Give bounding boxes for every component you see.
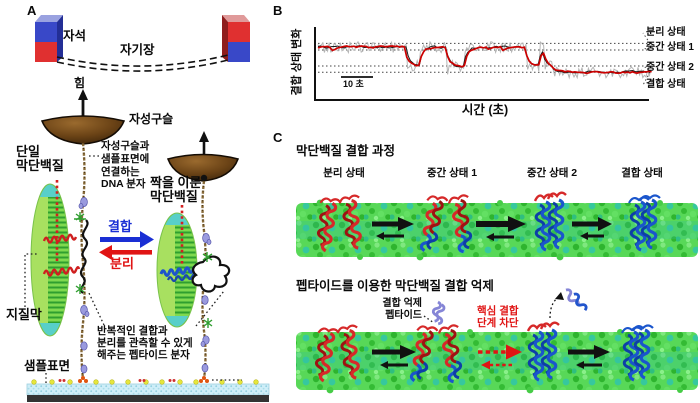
block-label: 핵심 결합 단계 차단: [477, 305, 519, 329]
dna-note: 자성구슬과 샘플표면에 연결하는 DNA 분자: [101, 140, 149, 191]
panel-c-title-bottom: 펩타이드를 이용한 막단백질 결합 억제: [296, 279, 494, 293]
release-arrow: [549, 292, 564, 319]
red-helix-icon: [42, 233, 78, 244]
released-peptide-icon: [562, 286, 589, 314]
force-label: 힘: [74, 76, 86, 90]
dna-note-line1: 자성구슬과: [101, 140, 150, 152]
binding-arrow: [100, 231, 154, 248]
peptide-note-line3: 해주는 펩타이드 분자: [97, 348, 190, 361]
binding-label: 결합: [108, 219, 132, 234]
block-label-line2: 단계 차단: [477, 317, 519, 330]
red-helix-icon: [42, 266, 81, 277]
panel-c-title-top: 막단백질 결합 과정: [296, 144, 395, 158]
trace-fit: [317, 45, 652, 75]
c-state-intermediate1: 중간 상태 1: [426, 167, 478, 179]
dna-note-line4: DNA 분자: [101, 178, 146, 191]
blocked-step-arrows: [478, 344, 522, 370]
lipid-label: 지질막: [6, 307, 42, 322]
lipid-vesicle-left: [30, 180, 81, 337]
c-state-bound: 결합 상태: [621, 167, 663, 179]
surface-label: 샘플표면: [24, 359, 71, 373]
peptide-blob-right: [191, 255, 231, 293]
single-protein-line2: 막단백질: [16, 158, 64, 174]
magnet-left-icon: [35, 15, 63, 62]
unbinding-arrow: [99, 245, 152, 260]
chart-axes: [314, 27, 649, 101]
state-label-intermediate2: 중간 상태 2: [646, 62, 694, 73]
panel-b-chart: [314, 27, 652, 101]
panel-a-illustration: [24, 15, 270, 402]
peptide-squiggle-left: [79, 219, 89, 294]
magnetic-bead-left: [40, 115, 126, 145]
magnet-label: 자석: [63, 29, 87, 43]
inhibitor-peptide-icon: [430, 300, 446, 326]
c-state-intermediate2: 중간 상태 2: [526, 167, 578, 179]
panel-b-label: B: [273, 3, 283, 18]
state-label-bound: 결합 상태: [646, 79, 686, 90]
state-label-intermediate1: 중간 상태 1: [646, 42, 694, 53]
dna-note-line3: 연결하는: [101, 165, 140, 178]
equilibrium-arrows-top: [372, 216, 612, 241]
blue-helix-icon: [166, 273, 197, 283]
state-label-connector: [642, 47, 651, 51]
pointer-lines: [24, 155, 242, 383]
panel-c-illustration: [296, 191, 698, 394]
single-protein-line1: 단일: [16, 144, 40, 159]
panel-a-label: A: [27, 3, 37, 18]
sample-surface: [26, 376, 270, 402]
y-axis-label: 결합 상태 변화: [290, 28, 303, 96]
equilibrium-arrows-bottom: [372, 345, 610, 369]
peptide-note-line2: 분리를 관측할 수 있게: [97, 336, 193, 349]
unbinding-label: 분리: [110, 256, 134, 271]
scale-bar-label: 10 초: [343, 79, 364, 89]
single-protein-label: 단일 막단백질: [16, 144, 64, 174]
paired-protein-line1: 짝을 이룬: [150, 175, 202, 190]
magnet-right-icon: [222, 15, 250, 62]
inhibitor-label-line1: 결합 억제: [382, 298, 422, 309]
peptide-note: 반복적인 결합과 분리를 관측할 수 있게 해주는 펩타이드 분자: [97, 325, 193, 361]
x-axis-label: 시간 (초): [461, 103, 509, 117]
field-label: 자기장: [120, 43, 155, 57]
paired-protein-line2: 막단백질: [150, 189, 198, 205]
inhibitor-pointer: [423, 315, 435, 324]
magnetic-bead-right: [166, 153, 240, 182]
state-label-connector: [642, 65, 651, 69]
block-label-line1: 핵심 결합: [477, 305, 519, 317]
c-state-separated: 분리 상태: [323, 167, 365, 179]
dna-tether-left: [80, 142, 86, 380]
state-label-connector: [642, 72, 651, 86]
inhibitor-label-line2: 펩타이드: [385, 309, 422, 321]
dna-note-line2: 샘플표면에: [101, 152, 150, 165]
panel-c-label: C: [273, 130, 283, 145]
peptide-note-line1: 반복적인 결합과: [97, 325, 168, 337]
inhibitor-label: 결합 억제 펩타이드: [352, 298, 422, 321]
linker-molecules: [74, 197, 213, 374]
bead-anchor-dot: [200, 174, 208, 182]
bead-label: 자성구슬: [129, 112, 174, 126]
state-label-separated: 분리 상태: [646, 27, 686, 38]
paired-protein-label: 짝을 이룬 막단백질: [150, 175, 202, 205]
force-arrow-right: [199, 131, 209, 157]
